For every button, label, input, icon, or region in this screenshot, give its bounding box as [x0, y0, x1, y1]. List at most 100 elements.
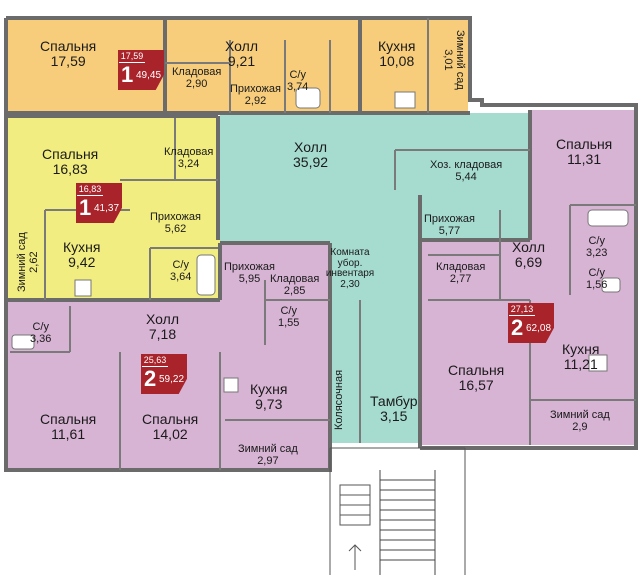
room-name: С/у: [172, 259, 189, 271]
room-count: 1: [79, 195, 92, 220]
room-name: С/у: [280, 305, 297, 317]
room-name: Кладовая: [164, 146, 214, 158]
apartment-badge-left: 16,83 1 41,37: [76, 183, 122, 223]
room-area: 2,9: [572, 420, 588, 433]
room-area: 1,55: [278, 316, 300, 329]
living-area: 27,13: [509, 304, 535, 316]
room-area: 16,83: [52, 160, 88, 177]
room-area: 2,85: [283, 284, 306, 297]
room-area: 6,69: [514, 253, 543, 270]
room-name: С/у: [588, 267, 605, 279]
apartment-badge-bottom: 25,63 2 59,22: [141, 354, 187, 394]
room-area: 1,56: [586, 278, 608, 291]
room-area: 11,61: [51, 425, 86, 442]
living-area: 25,63: [142, 355, 168, 367]
room-area: 2,77: [449, 272, 472, 285]
room-stroller: Колясочная: [333, 370, 345, 430]
room-area: 2,90: [185, 77, 208, 90]
room-area: 5,62: [164, 222, 187, 235]
apartment-right-zone: [420, 110, 636, 445]
total-area: 62,08: [526, 323, 552, 334]
room-count: 1: [121, 62, 134, 87]
room-area: 35,92: [293, 153, 329, 170]
room-name: Спальня: [448, 362, 505, 378]
staircase: [329, 447, 466, 575]
room-name: Зимний сад: [16, 232, 28, 292]
room-area: 7,18: [148, 325, 177, 342]
room-area: 3,15: [380, 407, 408, 424]
room-area: 2,97: [257, 454, 279, 467]
room-area: 3,01: [441, 49, 454, 71]
total-area: 59,22: [159, 374, 185, 385]
common-area-zone: [220, 113, 530, 443]
room-area: 10,08: [379, 52, 415, 69]
room-name: Кухня: [562, 341, 600, 357]
walls: [4, 16, 638, 472]
room-area: 5,77: [438, 224, 461, 237]
room-name: Спальня: [42, 146, 99, 162]
living-area: 17,59: [119, 51, 145, 63]
room-area: 2,62: [28, 251, 41, 273]
room-name: Прихожая: [424, 213, 475, 225]
room-area: 11,31: [567, 150, 602, 167]
room-name: Прихожая: [224, 261, 275, 273]
room-area: 9,42: [68, 253, 96, 270]
room-name: С/у: [289, 69, 306, 81]
room-count: 2: [144, 366, 157, 391]
room-area: 3,74: [287, 80, 309, 93]
room-area: 5,44: [455, 170, 477, 183]
room-name: Зимний сад: [454, 30, 466, 90]
room-name: Спальня: [142, 411, 199, 427]
room-name: Колясочная: [333, 369, 345, 430]
room-area: 2,92: [244, 94, 267, 107]
living-area: 16,83: [77, 184, 103, 196]
room-name: Комната убор. инвентаря: [325, 247, 375, 279]
room-name: Прихожая: [150, 211, 201, 223]
room-name: Кладовая: [436, 261, 486, 273]
room-area: 9,73: [255, 395, 283, 412]
room-name: Кухня: [63, 239, 101, 255]
room-name: Спальня: [40, 38, 97, 54]
room-name: Холл: [146, 311, 179, 327]
room-name: С/у: [588, 235, 605, 247]
room-name: Зимний сад: [238, 443, 298, 455]
room-area: 3,24: [177, 157, 200, 170]
room-name: Тамбур: [370, 393, 418, 409]
apartment-badge-top: 17,59 1 49,45: [118, 50, 164, 90]
apartment-top-zone: [6, 18, 468, 113]
room-area: 9,21: [227, 52, 256, 69]
room-name: С/у: [32, 321, 49, 333]
room-area: 5,95: [238, 272, 261, 285]
room-area: 3,23: [586, 246, 608, 259]
room-area: 17,59: [50, 52, 86, 69]
room-name: Спальня: [40, 411, 97, 427]
room-name: Спальня: [556, 136, 613, 152]
